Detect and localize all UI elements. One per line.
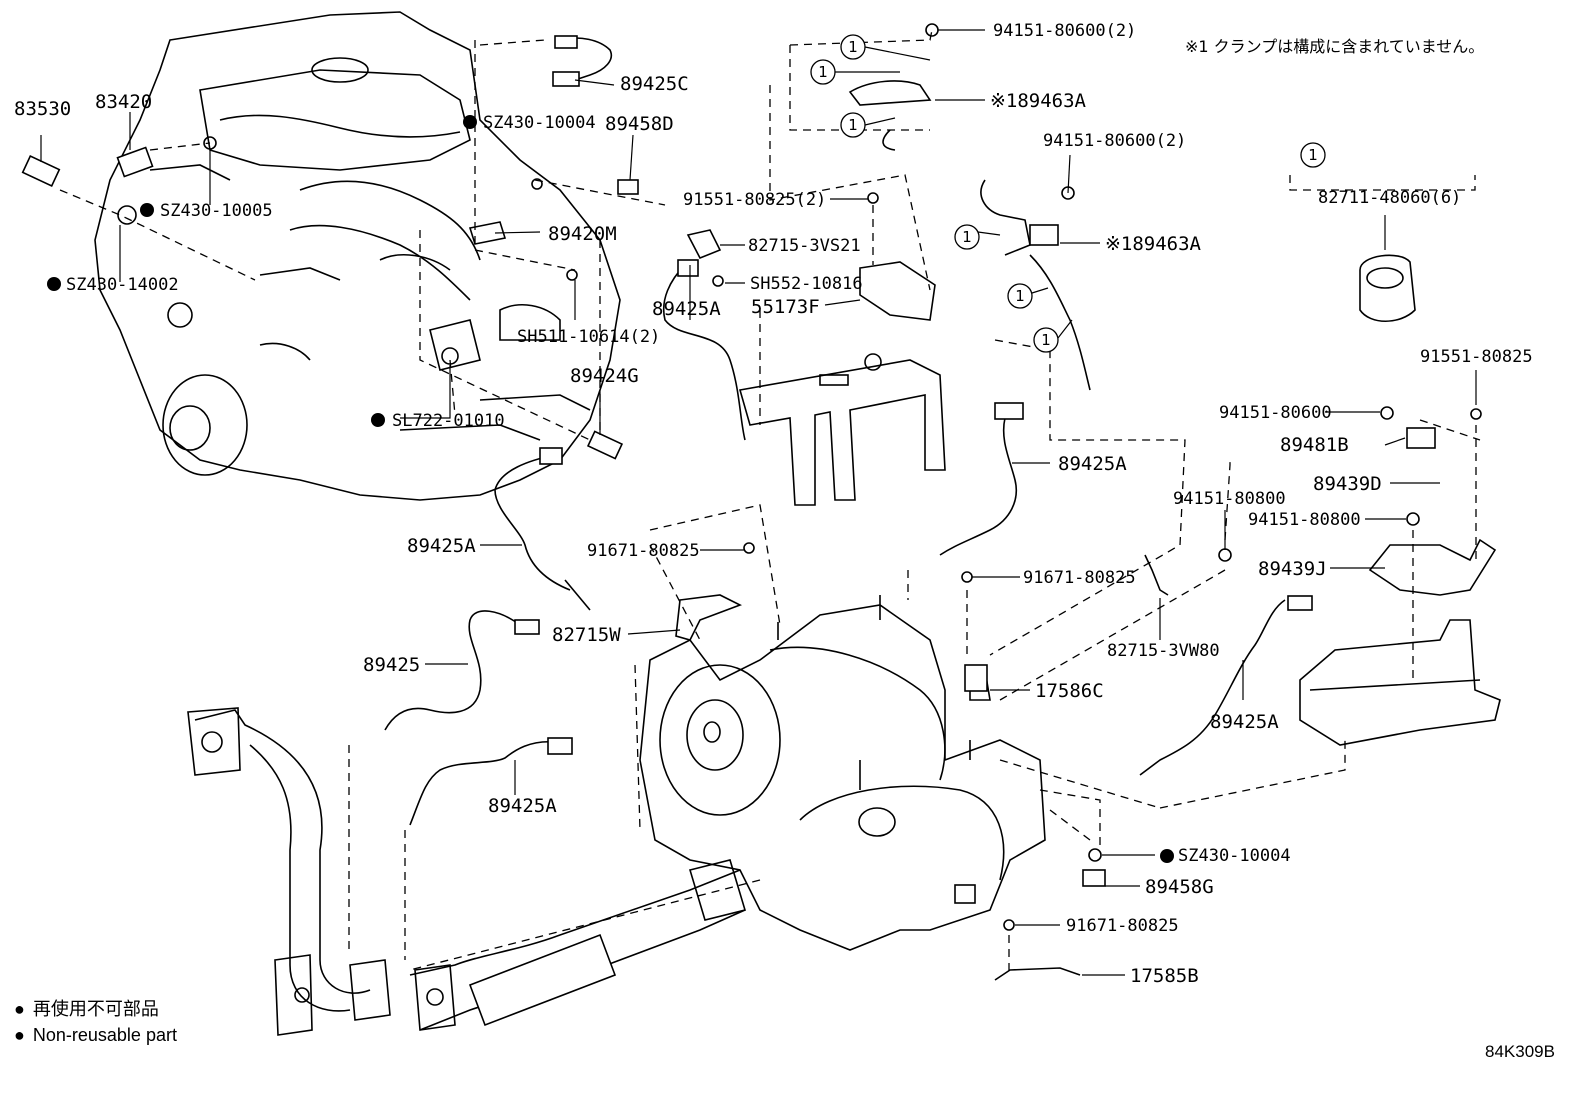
- circle-ref-3: 1: [840, 112, 866, 138]
- label-91551-80825: 91551-80825: [1420, 347, 1533, 367]
- nonreusable-dot: [140, 203, 154, 217]
- label-89463a-top: ※189463A: [990, 90, 1087, 112]
- label-89439j: 89439J: [1258, 558, 1327, 580]
- catalyst-assembly-drawing: [639, 595, 1046, 951]
- label-sz430-14002: SZ430-14002: [66, 275, 179, 295]
- label-83530: 83530: [14, 98, 71, 120]
- label-sz430-10004-b: SZ430-10004: [1178, 846, 1291, 866]
- sensor-sketches: [21, 23, 1482, 981]
- label-89458d: 89458D: [605, 113, 674, 135]
- label-91671-80825-b: 91671-80825: [1023, 568, 1136, 588]
- label-89425a-right: 89425A: [1210, 711, 1279, 733]
- label-89439d: 89439D: [1313, 473, 1382, 495]
- label-82715-3vs21: 82715-3VS21: [748, 236, 861, 256]
- label-sz430-10005: SZ430-10005: [160, 201, 273, 221]
- engine-block-drawing: [94, 11, 621, 501]
- label-89425a-left: 89425A: [407, 535, 476, 557]
- label-89425a-mid: 89425A: [1058, 453, 1127, 475]
- svg-text:1: 1: [818, 63, 828, 81]
- svg-text:1: 1: [962, 228, 972, 246]
- nonreusable-dot: [1160, 849, 1174, 863]
- label-17585b: 17585B: [1130, 965, 1199, 987]
- circle-ref-markers: 1 1 1 1 1 1 1: [810, 34, 1326, 353]
- label-94151-80600: 94151-80600: [1219, 403, 1332, 423]
- label-91671-80825-a: 91671-80825: [587, 541, 700, 561]
- nonreusable-dots: [47, 115, 1174, 863]
- clamp-note: ※1 クランプは構成に含まれていません。: [1185, 37, 1484, 56]
- svg-text:1: 1: [1041, 331, 1051, 349]
- label-89420m: 89420M: [548, 223, 617, 245]
- bracket-55173f-drawing: [738, 261, 946, 506]
- circle-ref-4: 1: [954, 224, 980, 250]
- leader-lines: [40, 29, 1477, 976]
- label-91671-80825-c: 91671-80825: [1066, 916, 1179, 936]
- clamp-82711-drawing: [1359, 254, 1416, 322]
- circle-ref-6: 1: [1033, 327, 1059, 353]
- part-labels: 83530 83420 89425C SZ430-10004 89458D SZ…: [14, 21, 1533, 987]
- label-sz430-10004-a: SZ430-10004: [483, 113, 596, 133]
- legend-item-jp: ●再使用不可部品: [14, 999, 159, 1019]
- label-82715w: 82715W: [552, 624, 621, 646]
- heat-shield-drawing: [1299, 538, 1501, 746]
- label-89458g: 89458G: [1145, 876, 1214, 898]
- label-55173f: 55173F: [751, 296, 820, 318]
- tail-pipe-drawing: [409, 859, 747, 1031]
- label-89463a-mid: ※189463A: [1105, 233, 1202, 255]
- label-89425a-top: 89425A: [652, 298, 721, 320]
- svg-text:1: 1: [848, 38, 858, 56]
- svg-text:1: 1: [1308, 146, 1318, 164]
- label-89425: 89425: [363, 654, 420, 676]
- label-sh552-10816: SH552-10816: [750, 274, 863, 294]
- dashed-assembly-lines: [59, 29, 1481, 975]
- legend: ●再使用不可部品 ●Non-reusable part: [14, 999, 177, 1045]
- label-94151-80800-a: 94151-80800: [1173, 489, 1286, 509]
- nonreusable-dot: [463, 115, 477, 129]
- label-94151-80600-2-mid: 94151-80600(2): [1043, 131, 1186, 151]
- label-83420: 83420: [95, 91, 152, 113]
- circle-ref-7: 1: [1300, 142, 1326, 168]
- label-17586c: 17586C: [1035, 680, 1104, 702]
- label-91551-80825-2: 91551-80825(2): [683, 190, 826, 210]
- label-89481b: 89481B: [1280, 434, 1349, 456]
- label-89425a-lower: 89425A: [488, 795, 557, 817]
- nonreusable-dot: [47, 277, 61, 291]
- label-94151-80600-2-top: 94151-80600(2): [993, 21, 1136, 41]
- diagram-code: 84K309B: [1485, 1042, 1555, 1061]
- label-94151-80800-b: 94151-80800: [1248, 510, 1361, 530]
- svg-text:1: 1: [848, 116, 858, 134]
- label-89425c: 89425C: [620, 73, 689, 95]
- label-89424g: 89424G: [570, 365, 639, 387]
- front-pipe-drawing: [187, 707, 391, 1036]
- circle-ref-2: 1: [810, 59, 836, 85]
- label-82715-3vw80: 82715-3VW80: [1107, 641, 1220, 661]
- nonreusable-dot: [371, 413, 385, 427]
- circle-ref-5: 1: [1007, 283, 1033, 309]
- circle-ref-1: 1: [840, 34, 866, 60]
- svg-text:1: 1: [1015, 287, 1025, 305]
- label-82711-48060: 82711-48060(6): [1318, 188, 1461, 208]
- label-sh511-10614: SH511-10614(2): [517, 327, 660, 347]
- legend-item-en: ●Non-reusable part: [14, 1025, 177, 1045]
- label-sl722-01010: SL722-01010: [392, 411, 505, 431]
